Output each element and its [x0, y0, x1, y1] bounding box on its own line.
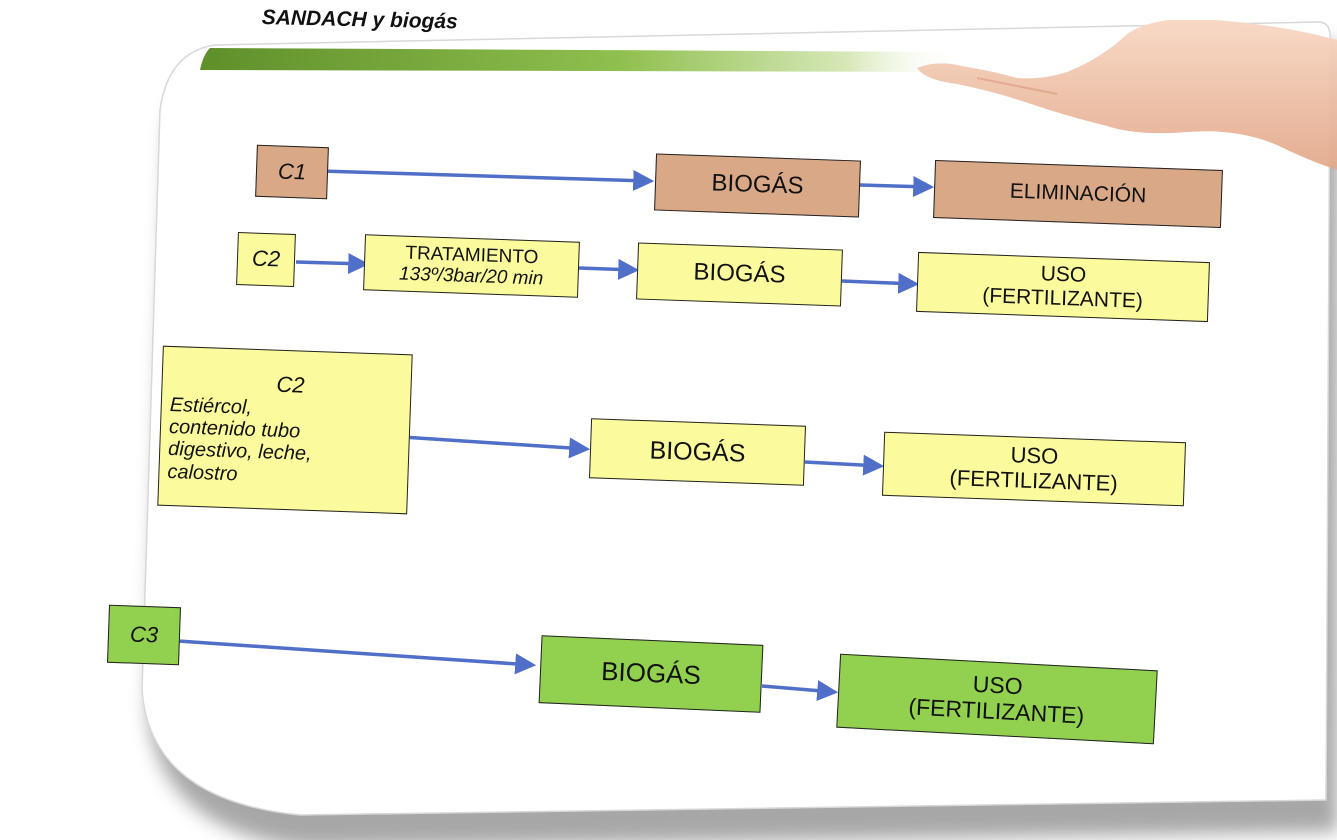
- box-row1-biogas: BIOGÁS: [654, 153, 861, 218]
- box-row4-uso-line2: (FERTILIZANTE): [907, 693, 1085, 729]
- box-row2-uso: USO (FERTILIZANTE): [916, 251, 1210, 323]
- box-row3-uso-line2: (FERTILIZANTE): [949, 465, 1119, 496]
- box-tratamiento: TRATAMIENTO 133º/3bar/20 min: [363, 234, 580, 298]
- box-row3-uso: USO (FERTILIZANTE): [881, 431, 1187, 507]
- box-c2-label: C2: [251, 245, 281, 272]
- box-eliminacion: ELIMINACIÓN: [933, 159, 1223, 229]
- arrow-biogas-uso-row2: [841, 272, 920, 294]
- box-c1-label: C1: [277, 158, 307, 185]
- arrow-tratamiento-biogas: [578, 258, 640, 280]
- hand-illustration: [917, 20, 1337, 170]
- box-c2-estiercol-line1: Estiércol,: [169, 393, 253, 419]
- box-row4-uso-line1: USO: [972, 670, 1024, 700]
- box-c3: C3: [107, 604, 181, 666]
- slide-title: SANDACH y biogás: [261, 6, 458, 34]
- box-tratamiento-line2: 133º/3bar/20 min: [398, 263, 544, 290]
- box-row3-uso-line1: USO: [1010, 442, 1059, 470]
- box-row2-uso-line1: USO: [1040, 262, 1087, 288]
- arrow-biogas-eliminacion: [859, 176, 935, 198]
- arrow-c2-estiercol-biogas: [386, 434, 591, 459]
- arrow-c1-biogas: [319, 169, 655, 191]
- box-row2-biogas-label: BIOGÁS: [693, 258, 786, 289]
- box-row2-uso-line2: (FERTILIZANTE): [981, 284, 1144, 313]
- box-eliminacion-label: ELIMINACIÓN: [1009, 179, 1147, 208]
- box-row4-biogas: BIOGÁS: [538, 635, 764, 713]
- arrow-biogas-uso-row4: [761, 680, 839, 702]
- box-row2-biogas: BIOGÁS: [636, 242, 843, 307]
- box-row3-biogas: BIOGÁS: [589, 418, 806, 486]
- arrow-biogas-uso-row3: [804, 454, 885, 476]
- box-row4-biogas-label: BIOGÁS: [600, 656, 702, 691]
- box-c2: C2: [236, 232, 296, 287]
- box-row3-biogas-label: BIOGÁS: [649, 436, 746, 468]
- box-c1: C1: [255, 144, 329, 200]
- arrow-c3-biogas: [177, 639, 537, 675]
- box-c2-estiercol-title: C2: [276, 371, 306, 398]
- title-bar: [200, 48, 962, 72]
- box-row1-biogas-label: BIOGÁS: [711, 169, 804, 200]
- arrow-c2-tratamiento: [295, 253, 370, 275]
- box-c2-estiercol-line4: calostro: [167, 460, 238, 486]
- box-c3-label: C3: [129, 621, 159, 648]
- box-c2-estiercol: C2 Estiércol, contenido tubo digestivo, …: [157, 345, 413, 515]
